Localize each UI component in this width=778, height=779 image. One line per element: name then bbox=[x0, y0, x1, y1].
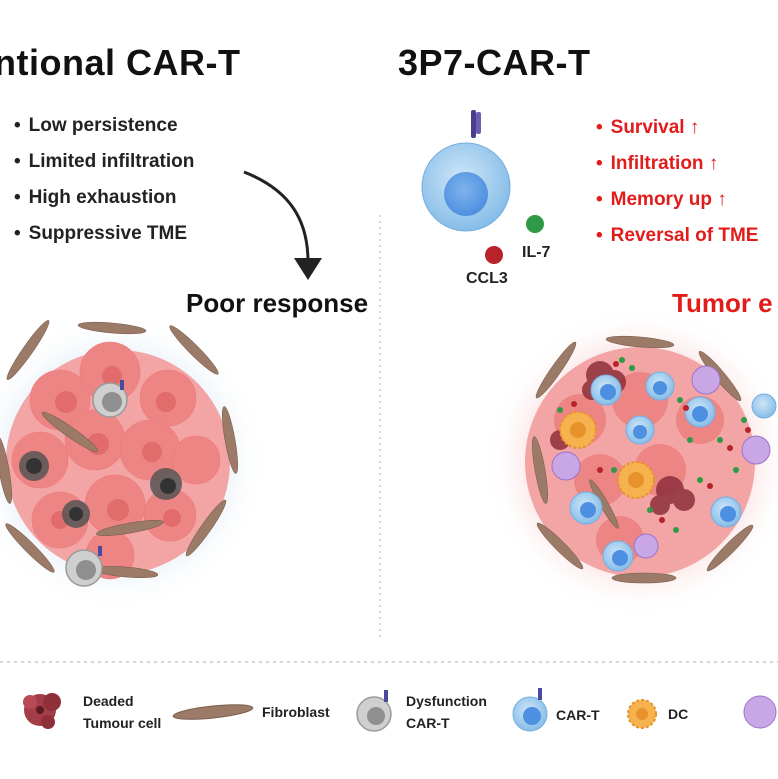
right-bullet-list: •Survival ↑ •Infiltration ↑ •Memory up ↑… bbox=[596, 110, 758, 254]
cart-icon bbox=[512, 688, 548, 732]
dc-icon bbox=[627, 699, 657, 729]
dc-cells bbox=[559, 411, 655, 499]
right-bullet-item: •Infiltration ↑ bbox=[596, 153, 719, 174]
curved-arrow-icon bbox=[243, 170, 310, 263]
arrowhead-icon bbox=[294, 258, 322, 280]
dysfunction-cart-cells bbox=[19, 380, 182, 587]
left-tumor-mass bbox=[0, 312, 268, 612]
legend-dead-tumour-label: Deaded Tumour cell bbox=[83, 693, 162, 731]
dysfunction-cart-icon bbox=[356, 690, 392, 732]
legend-icons bbox=[23, 688, 777, 732]
il7-molecule-icon bbox=[526, 215, 544, 233]
left-bullet-item: •Suppressive TME bbox=[14, 223, 188, 244]
ccl3-molecule-icon bbox=[485, 246, 503, 264]
right-bullet-item: •Memory up ↑ bbox=[596, 189, 727, 210]
car-t-cells bbox=[569, 371, 777, 572]
fibroblast-icon bbox=[172, 704, 254, 720]
left-bullet-list: •Low persistence •Limited infiltration •… bbox=[14, 108, 194, 252]
left-bullet-item: •Low persistence bbox=[14, 115, 178, 136]
macrophage-icon bbox=[743, 695, 777, 729]
left-bullet-item: •High exhaustion bbox=[14, 187, 177, 208]
left-bullet-item: •Limited infiltration bbox=[14, 151, 195, 172]
legend-cart-label: CAR-T bbox=[556, 707, 600, 723]
legend-fibroblast-label: Fibroblast bbox=[262, 704, 330, 720]
left-outcome-label: Poor response bbox=[186, 288, 369, 318]
right-title: 3P7-CAR-T bbox=[398, 42, 591, 83]
legend-dysfunction-label: Dysfunction CAR-T bbox=[406, 693, 487, 731]
right-tumor-mass bbox=[485, 307, 778, 617]
ccl3-label: CCL3 bbox=[466, 270, 508, 287]
dead-tumour-icon bbox=[23, 693, 61, 729]
right-bullet-item: •Survival ↑ bbox=[596, 117, 700, 138]
car-t-cell-large bbox=[421, 110, 511, 232]
right-outcome-label: Tumor e bbox=[672, 288, 773, 318]
legend-dc-label: DC bbox=[668, 706, 689, 722]
il7-label: IL-7 bbox=[522, 244, 551, 261]
right-bullet-item: •Reversal of TME bbox=[596, 225, 759, 246]
left-title: ntional CAR-T bbox=[0, 42, 241, 83]
